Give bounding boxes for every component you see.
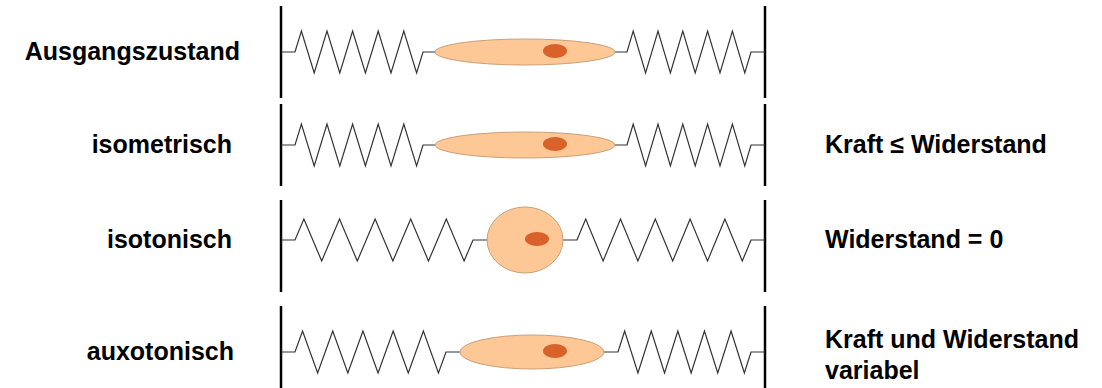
cell-nucleus bbox=[543, 344, 567, 358]
muscle-row bbox=[281, 200, 765, 292]
spring bbox=[281, 331, 460, 373]
condition-label: Kraft und Widerstand variabel bbox=[825, 324, 1097, 387]
cell-nucleus bbox=[543, 137, 567, 151]
cell-nucleus bbox=[543, 44, 567, 58]
wall bbox=[764, 306, 767, 388]
muscle-row bbox=[281, 306, 765, 388]
spring bbox=[563, 219, 765, 261]
spring bbox=[281, 31, 437, 73]
spring bbox=[604, 331, 765, 373]
spring bbox=[613, 31, 765, 73]
state-label: auxotonisch bbox=[5, 336, 234, 367]
wall bbox=[280, 200, 283, 292]
wall bbox=[280, 306, 283, 388]
state-label: isometrisch bbox=[5, 129, 232, 160]
spring bbox=[281, 219, 487, 261]
muscle-row bbox=[281, 104, 765, 186]
spring bbox=[613, 124, 765, 166]
cell-nucleus bbox=[525, 232, 549, 246]
condition-label: Kraft ≤ Widerstand bbox=[825, 129, 1097, 160]
muscle-cell bbox=[487, 207, 563, 273]
wall bbox=[764, 200, 767, 292]
muscle-cell bbox=[435, 132, 615, 158]
muscle-cell bbox=[435, 39, 615, 65]
spring bbox=[281, 124, 437, 166]
condition-label: Widerstand = 0 bbox=[825, 224, 1097, 255]
muscle-row bbox=[281, 6, 765, 98]
state-label: isotonisch bbox=[5, 224, 232, 255]
muscle-cell bbox=[460, 335, 604, 369]
state-label: Ausgangszustand bbox=[5, 36, 240, 67]
